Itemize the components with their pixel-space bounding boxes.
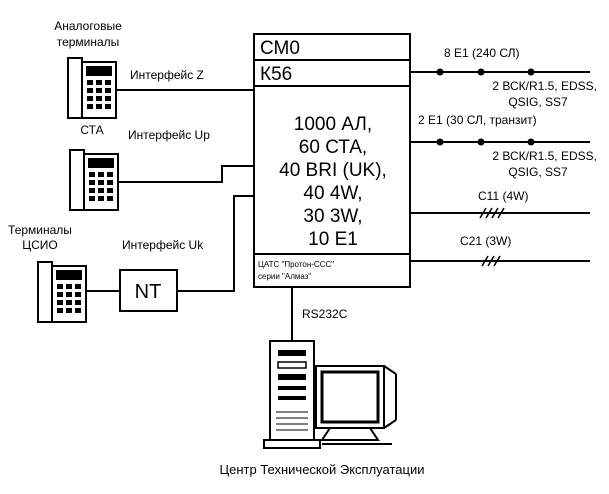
capacity-line-6: 10 E1 bbox=[308, 229, 358, 250]
trunk-2-signalling-2: QSIG, SS7 bbox=[508, 165, 568, 179]
rs232-label: RS232C bbox=[302, 307, 348, 321]
interface-up-label: Интерфейс Up bbox=[128, 128, 210, 142]
analog-phone-icon bbox=[67, 57, 117, 119]
capacity-line-3: 40 BRI (UK), bbox=[279, 160, 387, 181]
exchange-caption-1: ЦАТС "Протон-ССС" bbox=[258, 260, 334, 269]
isdn-terminals-label-1: Терминалы bbox=[8, 223, 72, 237]
cta-label: СТА bbox=[80, 123, 103, 137]
capacity-line-1: 1000 АЛ, bbox=[294, 114, 372, 135]
analog-terminals-label-1: Аналоговые bbox=[54, 19, 122, 33]
maintenance-center-label: Центр Технической Эксплуатации bbox=[220, 462, 425, 477]
capacity-line-2: 60 СТА, bbox=[299, 137, 367, 158]
trunk-2-label: 2 E1 (30 СЛ, транзит) bbox=[418, 113, 537, 127]
interface-z-label: Интерфейс Z bbox=[130, 68, 204, 82]
trunk-2-signalling-1: 2 ВСК/R1.5, EDSS, bbox=[492, 149, 597, 163]
trunk-1-signalling-2: QSIG, SS7 bbox=[508, 95, 568, 109]
c11-label: С11 (4W) bbox=[478, 189, 528, 203]
bundle-marks bbox=[479, 207, 505, 267]
analog-terminals-label-2: терминалы bbox=[57, 35, 120, 49]
junction-dots bbox=[436, 68, 535, 146]
capacity-line-4: 40 4W, bbox=[303, 183, 362, 204]
exchange-box bbox=[253, 33, 411, 288]
system-phone-icon bbox=[69, 149, 119, 211]
interface-uk-label: Интерфейс Uk bbox=[122, 238, 204, 252]
monitor-icon bbox=[315, 365, 397, 445]
isdn-terminals-label-2: ЦСИО bbox=[22, 238, 58, 252]
trunk-1-signalling-1: 2 ВСК/R1.5, EDSS, bbox=[492, 79, 597, 93]
module-cm0: СМ0 bbox=[260, 38, 300, 59]
nt-label: NT bbox=[135, 281, 162, 303]
exchange-caption-2: серии "Алмаз" bbox=[258, 272, 311, 281]
computer-tower-icon bbox=[263, 340, 321, 449]
module-k56: К56 bbox=[260, 64, 292, 85]
capacity-line-5: 30 3W, bbox=[303, 206, 362, 227]
c21-label: С21 (3W) bbox=[460, 234, 511, 248]
trunk-1-label: 8 E1 (240 СЛ) bbox=[444, 46, 520, 60]
isdn-phone-icon bbox=[37, 261, 87, 323]
interface-lines bbox=[86, 89, 254, 292]
